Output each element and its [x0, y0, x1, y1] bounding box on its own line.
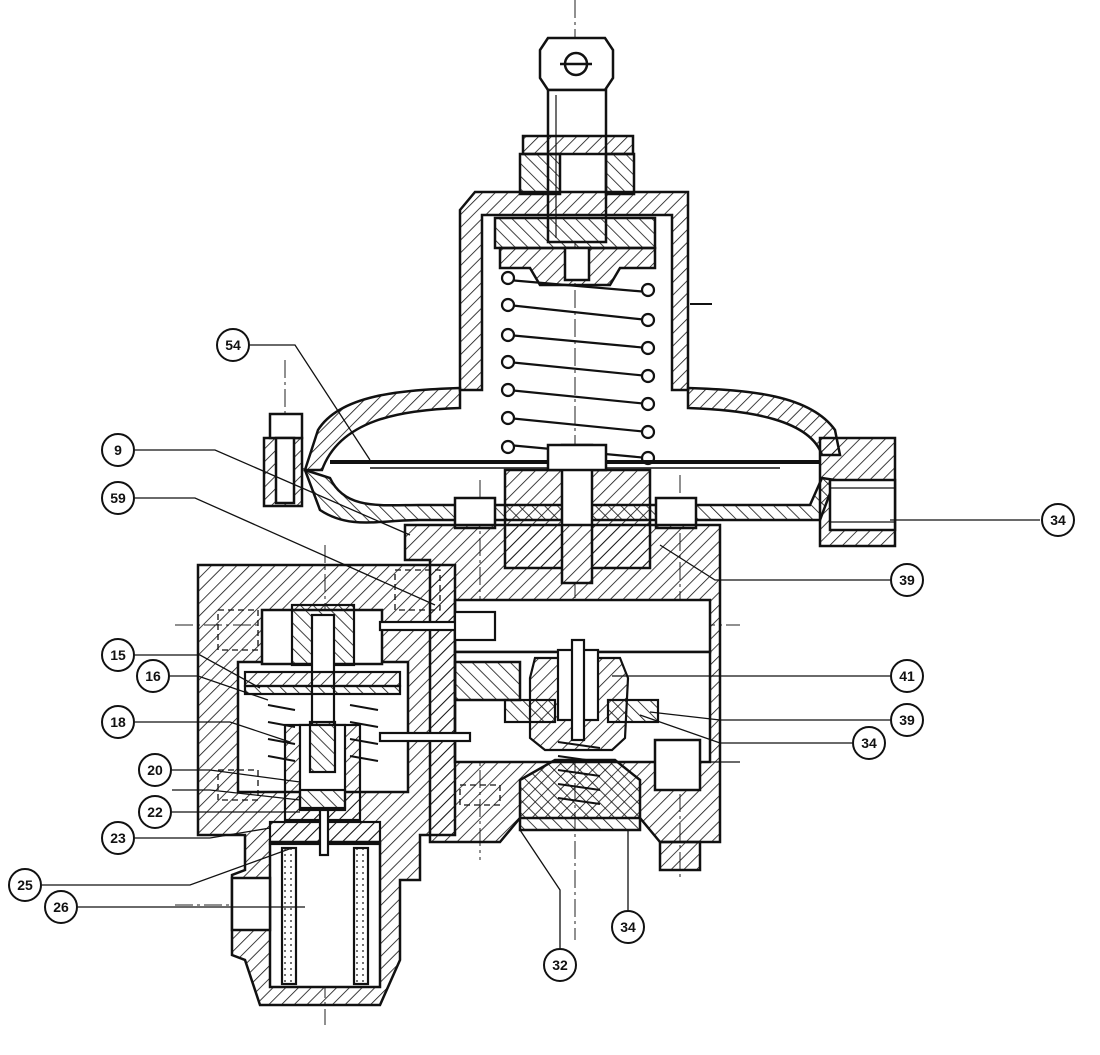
- callout-22: 22: [138, 795, 172, 829]
- callout-54: 54: [216, 328, 250, 362]
- callout-25: 25: [8, 868, 42, 902]
- hidden-lines: [217, 569, 501, 806]
- callout-9: 9: [101, 433, 135, 467]
- callout-41: 41: [890, 659, 924, 693]
- callout-18: 18: [101, 705, 135, 739]
- callout-34-bottom: 34: [611, 910, 645, 944]
- pilot-internals: [243, 603, 497, 986]
- callout-39-lower: 39: [890, 703, 924, 737]
- callout-39-upper: 39: [890, 563, 924, 597]
- diaphragm-case: [262, 386, 897, 548]
- loading-spring: [500, 270, 656, 466]
- regulator-body: [403, 523, 722, 872]
- callout-34-outlet: 34: [1041, 503, 1075, 537]
- spring-housing: [458, 190, 690, 392]
- callout-26: 26: [44, 890, 78, 924]
- callout-20: 20: [138, 753, 172, 787]
- leader-lines: [42, 344, 1040, 948]
- adjusting-screw: [518, 36, 636, 244]
- callout-16: 16: [136, 659, 170, 693]
- callout-34-seat: 34: [852, 726, 886, 760]
- callout-59: 59: [101, 481, 135, 515]
- callout-15: 15: [101, 638, 135, 672]
- valve-seat-and-plug: [503, 638, 660, 805]
- callout-23: 23: [101, 821, 135, 855]
- callout-32: 32: [543, 948, 577, 982]
